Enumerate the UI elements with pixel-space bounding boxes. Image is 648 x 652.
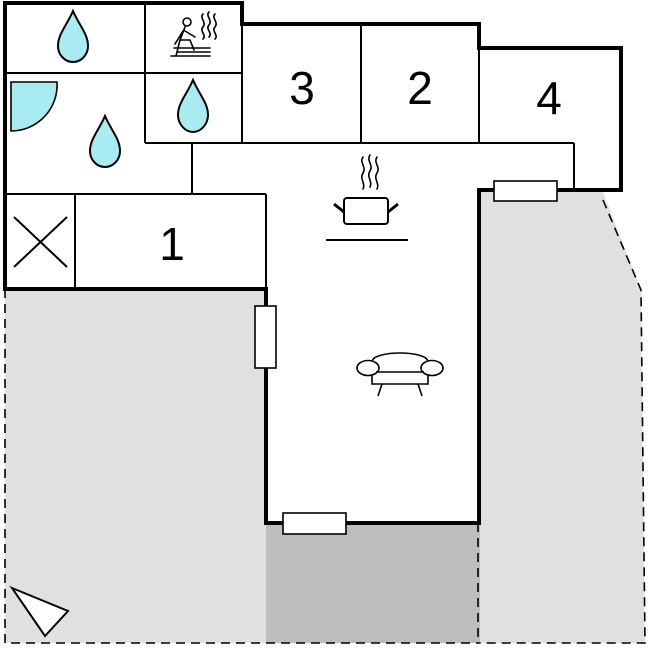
water-drop-icon [56, 8, 90, 64]
interior-fill [5, 3, 621, 523]
compass-triangle-icon [9, 585, 70, 638]
window [282, 512, 347, 535]
water-drop-icon [88, 113, 122, 169]
armchair-icon [356, 352, 444, 397]
room-label-2: 2 [407, 62, 433, 114]
covered-patio [266, 523, 480, 643]
shower-icon [10, 81, 58, 132]
water-drop-icon [176, 77, 210, 134]
cooking-pot-icon [326, 154, 408, 241]
room-label-3: 3 [289, 62, 315, 114]
terrace-right [480, 192, 646, 644]
inner-walls [5, 3, 575, 289]
sauna-icon [170, 11, 217, 57]
room-label-1: 1 [159, 218, 185, 270]
window [254, 305, 277, 369]
room-label-4: 4 [536, 72, 562, 124]
window [493, 180, 558, 202]
exterior-walls [3, 1, 623, 525]
terrace-left [4, 289, 266, 644]
x-mark-icon [13, 216, 68, 268]
